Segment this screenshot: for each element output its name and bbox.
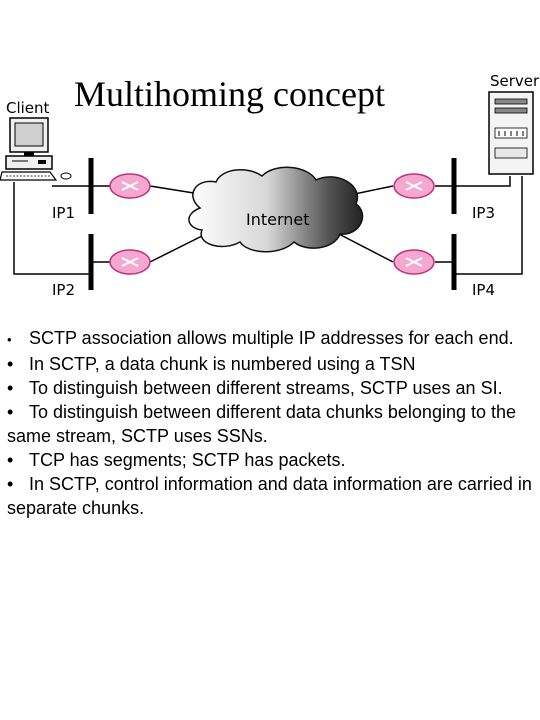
router-icon xyxy=(393,173,435,199)
bullet-text: SCTP association allows multiple IP addr… xyxy=(29,328,514,348)
multihoming-diagram: Client Server Internet xyxy=(0,72,540,299)
bullet-icon: • xyxy=(7,332,12,347)
bullet-item: •To distinguish between different data c… xyxy=(7,400,535,448)
server-tower-icon xyxy=(488,91,534,175)
bullet-item: • SCTP association allows multiple IP add… xyxy=(7,326,535,352)
bullet-list: • SCTP association allows multiple IP add… xyxy=(7,326,535,520)
server-label: Server xyxy=(490,72,540,90)
client-label: Client xyxy=(6,99,50,117)
bullet-icon: • xyxy=(7,402,14,422)
bullet-icon: • xyxy=(7,450,14,470)
internet-cloud-icon xyxy=(188,166,364,253)
bullet-icon: • xyxy=(7,474,14,494)
bullet-item: • In SCTP, a data chunk is numbered using… xyxy=(7,352,535,376)
ip4-label: IP4 xyxy=(472,281,495,299)
client-links xyxy=(13,182,90,275)
bullet-item: •In SCTP, control information and data i… xyxy=(7,472,535,520)
ip2-label: IP2 xyxy=(52,281,75,299)
slide-title: Multihoming concept xyxy=(74,74,385,114)
router-icon xyxy=(109,249,151,275)
bullet-item: • To distinguish between different stream… xyxy=(7,376,535,400)
bullet-text: In SCTP, a data chunk is numbered using … xyxy=(29,354,416,374)
router-links xyxy=(93,185,452,263)
client-computer-icon xyxy=(0,117,72,181)
server-links xyxy=(455,176,523,275)
internet-label: Internet xyxy=(246,210,310,229)
bullet-icon: • xyxy=(7,354,14,374)
bullet-item: • TCP has segments; SCTP has packets. xyxy=(7,448,535,472)
ip3-label: IP3 xyxy=(472,204,495,222)
bullet-text: To distinguish between different streams… xyxy=(29,378,503,398)
bullet-icon: • xyxy=(7,378,14,398)
bullet-text: In SCTP, control information and data in… xyxy=(7,474,532,518)
router-icon xyxy=(109,173,151,199)
bullet-text: To distinguish between different data ch… xyxy=(7,402,517,446)
bullet-text: TCP has segments; SCTP has packets. xyxy=(29,450,346,470)
router-icon xyxy=(393,249,435,275)
ip1-label: IP1 xyxy=(52,204,75,222)
